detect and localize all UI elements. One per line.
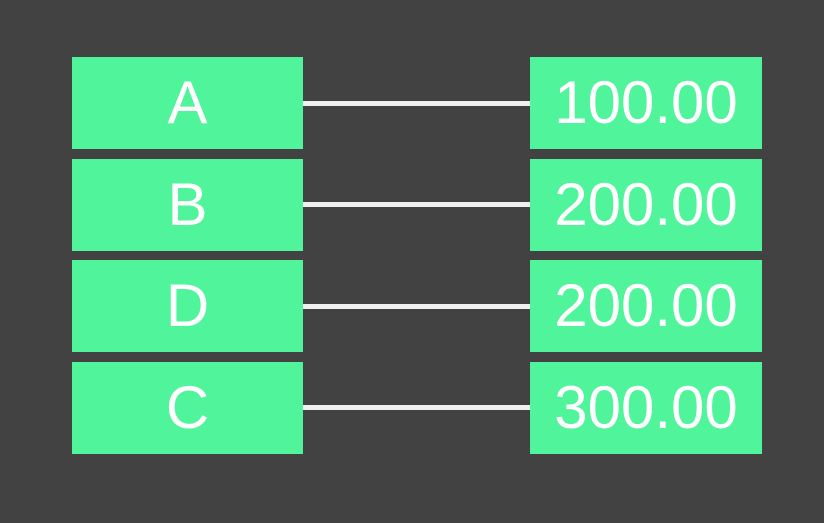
edge-line-d <box>303 303 530 309</box>
key-node-c: C <box>72 361 303 454</box>
value-node-a: 100.00 <box>530 57 762 149</box>
mapping-row-b: B 200.00 <box>72 158 762 251</box>
mapping-row-a: A 100.00 <box>72 57 762 149</box>
key-node-a: A <box>72 57 303 149</box>
value-node-b: 200.00 <box>530 158 762 251</box>
mapping-row-c: C 300.00 <box>72 361 762 454</box>
edge-line-b <box>303 202 530 207</box>
edge-line-a <box>303 100 530 106</box>
key-node-d: D <box>72 260 303 352</box>
key-node-b: B <box>72 158 303 251</box>
bipartite-mapping-diagram: A 100.00 B 200.00 D 200.00 C 300.00 <box>72 57 762 454</box>
edge-line-c <box>303 405 530 410</box>
value-node-d: 200.00 <box>530 260 762 352</box>
value-node-c: 300.00 <box>530 361 762 454</box>
mapping-row-d: D 200.00 <box>72 260 762 352</box>
